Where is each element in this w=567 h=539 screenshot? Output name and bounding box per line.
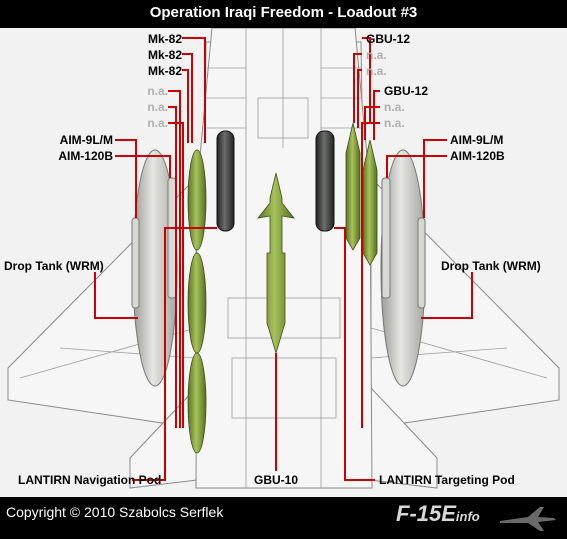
leader-lines <box>94 37 473 481</box>
label-right-aim120: AIM-120B <box>450 149 505 163</box>
label-lantirn-navigation-pod: LANTIRN Navigation Pod <box>18 473 162 487</box>
brand-main: F-15E <box>396 501 456 526</box>
panel-lines <box>19 28 548 488</box>
lantirn-targeting-pod <box>315 130 335 232</box>
lantirn-navigation-pod <box>216 130 235 232</box>
label-gbu12-top: GBU-12 <box>366 32 411 46</box>
label-left-na-1: n.a. <box>147 84 168 98</box>
label-gbu12-mid: GBU-12 <box>384 84 429 98</box>
brand-sub: info <box>455 509 480 524</box>
footer-bar: Copyright © 2010 Szabolcs Serflek F-15Ei… <box>0 497 567 539</box>
label-left-drop-tank: Drop Tank (WRM) <box>4 259 104 273</box>
figure-title: Operation Iraqi Freedom - Loadout #3 <box>149 4 418 21</box>
label-right-na-4: n.a. <box>384 116 405 130</box>
title-bar: Operation Iraqi Freedom - Loadout #3 <box>0 0 567 28</box>
label-right-na-1: n.a. <box>366 48 387 62</box>
label-left-na-3: n.a. <box>147 116 168 130</box>
jet-silhouette-icon <box>500 507 556 531</box>
label-right-aim9: AIM-9L/M <box>450 133 504 147</box>
label-right-na-3: n.a. <box>384 100 405 114</box>
label-gbu10: GBU-10 <box>254 473 299 487</box>
label-mk82-2: Mk-82 <box>147 48 182 62</box>
left-aim-9 <box>131 217 140 309</box>
label-right-drop-tank: Drop Tank (WRM) <box>441 259 541 273</box>
label-mk82-3: Mk-82 <box>147 64 182 78</box>
left-aim-120 <box>167 177 177 299</box>
label-left-na-2: n.a. <box>147 100 168 114</box>
right-aim-120 <box>381 177 391 299</box>
brand-logo: F-15Einfo <box>396 501 480 527</box>
label-right-na-2: n.a. <box>366 64 387 78</box>
label-mk82-1: Mk-82 <box>147 32 182 46</box>
mk82-stack <box>187 149 207 454</box>
label-lantirn-targeting-pod: LANTIRN Targeting Pod <box>379 473 515 487</box>
aircraft-drawing <box>7 28 560 489</box>
right-aim-9 <box>417 217 426 309</box>
gbu12-pair <box>345 122 378 266</box>
copyright-text: Copyright © 2010 Szabolcs Serflek <box>6 504 224 520</box>
label-left-aim120: AIM-120B <box>58 149 113 163</box>
label-left-aim9: AIM-9L/M <box>59 133 113 147</box>
